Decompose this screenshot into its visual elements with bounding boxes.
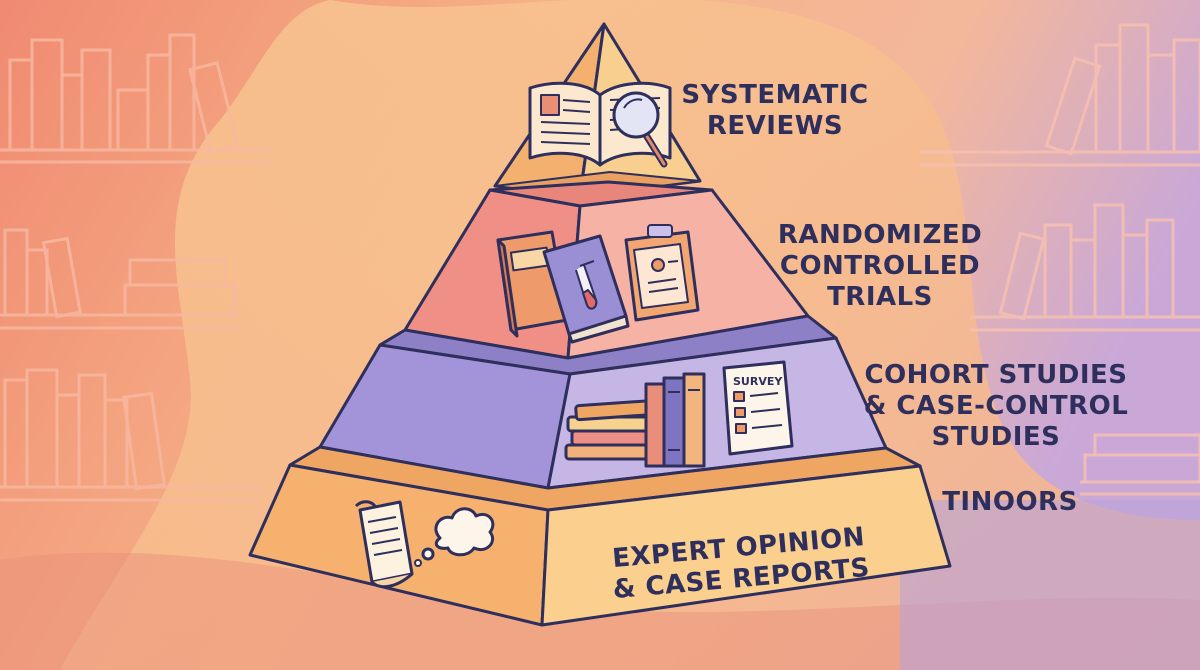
book-stack-icon bbox=[564, 372, 706, 468]
label-line: STUDIES bbox=[931, 422, 1061, 452]
label-line: SYSTEMATIC bbox=[681, 80, 869, 110]
label-line: REVIEWS bbox=[706, 111, 844, 141]
label-extra: TINOORS bbox=[942, 487, 1078, 517]
scroll-icon bbox=[354, 500, 414, 589]
right-bookshelf bbox=[920, 23, 1200, 496]
label-cohort-case-control: COHORT STUDIES & CASE-CONTROL STUDIES bbox=[846, 360, 1146, 453]
left-bookshelf bbox=[0, 33, 270, 502]
label-line: CONTROLLED bbox=[779, 251, 981, 281]
label-systematic-reviews: SYSTEMATIC REVIEWS bbox=[665, 80, 885, 142]
survey-icon bbox=[722, 360, 794, 456]
thought-bubble-icon bbox=[414, 507, 495, 567]
magnifier-icon bbox=[612, 91, 668, 168]
evidence-pyramid bbox=[248, 22, 952, 627]
background-lavender bbox=[900, 500, 1200, 670]
label-randomized-controlled-trials: RANDOMIZED CONTROLLED TRIALS bbox=[760, 220, 1000, 313]
test-tube-book-icon bbox=[542, 234, 630, 344]
clipboard-icon bbox=[624, 224, 700, 322]
label-line: TRIALS bbox=[827, 282, 933, 312]
survey-label: SURVEY bbox=[733, 375, 783, 388]
label-line: & CASE-CONTROL bbox=[863, 391, 1129, 421]
label-line: COHORT STUDIES bbox=[864, 360, 1128, 390]
label-line: RANDOMIZED bbox=[777, 220, 983, 250]
